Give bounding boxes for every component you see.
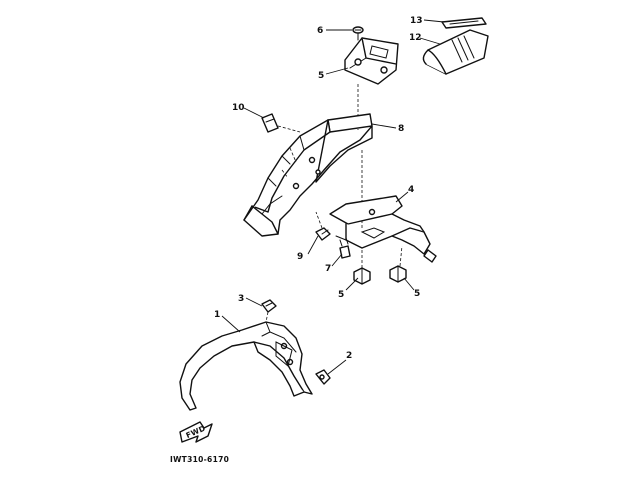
callout-8: 7 (325, 264, 331, 274)
callout-7: 6 (317, 26, 323, 36)
part-11-clip (261, 113, 301, 133)
part-13-strap (441, 17, 487, 29)
callout-5-right: 5 (414, 289, 420, 299)
callout-1: 1 (214, 310, 220, 320)
figure-code: IWT310-6170 (170, 455, 229, 464)
part-10-bolt (315, 211, 331, 241)
alignment-line (357, 84, 363, 268)
part-2-clip (315, 369, 331, 385)
callout-9: 8 (398, 124, 404, 134)
fwd-arrow: FWD (179, 421, 213, 443)
part-9-rear-fender (243, 113, 373, 237)
callout-2: 2 (346, 351, 352, 361)
callout-12: 12 (409, 33, 422, 43)
callout-3: 3 (238, 294, 244, 304)
callout-13: 13 (410, 16, 423, 26)
part-3-nut (261, 299, 277, 323)
part-4-inner-fender (329, 195, 437, 263)
part-5-nut-right (389, 245, 407, 283)
part-12-pouch (422, 29, 489, 75)
part-1-front-fender (179, 321, 313, 411)
callout-10: 9 (297, 252, 303, 262)
leader-lines (221, 19, 445, 375)
callout-11: 10 (232, 103, 245, 113)
callout-4: 4 (408, 185, 414, 195)
callout-6: 5 (318, 71, 324, 81)
part-6-bracket (344, 37, 399, 85)
part-7-screw (352, 26, 364, 41)
callout-5-left: 5 (338, 290, 344, 300)
part-5-nut-left (353, 267, 371, 285)
